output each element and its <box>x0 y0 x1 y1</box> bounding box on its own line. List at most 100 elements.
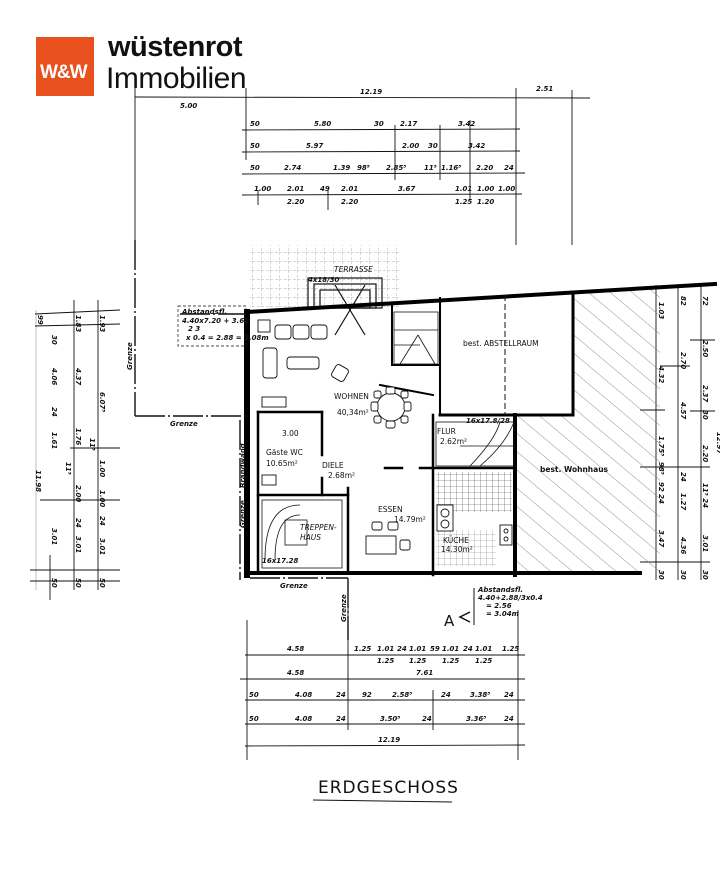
dimension-label: 30 <box>657 570 665 580</box>
setback-left-line: 4.40x7.20 + 3.60 <box>182 317 249 325</box>
dimension-label: 1.25 <box>377 657 394 665</box>
dimension-label: 50 <box>249 715 259 723</box>
dimension-label: 1.25 <box>475 657 492 665</box>
dimension-label: 1.20 <box>477 198 494 206</box>
kueche-area: 14.30m² <box>441 545 473 554</box>
wohnhaus-label: best. Wohnhaus <box>540 465 609 474</box>
dimension-label: 99 <box>36 315 44 325</box>
dimension-label: 30 <box>679 570 687 580</box>
dimension-label: 24 <box>441 691 451 699</box>
dimension-label: 1.01 <box>455 185 472 193</box>
dimension-label: 50 <box>249 691 259 699</box>
dimension-label: 5.00 <box>180 102 197 110</box>
dimension-label: 50 <box>250 164 260 172</box>
dimension-label: 2.17 <box>400 120 417 128</box>
dimension-label: 12.19 <box>360 88 382 96</box>
dimension-label: 72 <box>701 296 709 306</box>
kueche-label: KÜCHE <box>443 536 469 545</box>
dimension-label: 4.58 <box>287 645 304 653</box>
dimension-label: 24 <box>422 715 432 723</box>
boundary-labels: Grenze Grenze Grenze Brandwand Grenze Gr… <box>126 342 471 630</box>
dimension-label: 11⁵ <box>88 438 96 451</box>
dimension-label: 30 <box>701 570 709 580</box>
dimension-label: 1.00 <box>98 490 106 507</box>
dimension-label: 1.25 <box>442 657 459 665</box>
dimension-label: 59 <box>430 645 440 653</box>
treppenhaus-label-2: HAUS <box>300 533 321 542</box>
dimension-label: 98⁵ <box>657 462 665 475</box>
logo-mark: W&W <box>36 37 94 96</box>
treppenhaus-label-1: TREPPEN- <box>300 523 337 532</box>
boundary-lines <box>134 240 349 640</box>
dimension-label: 30 <box>428 142 438 150</box>
section-arrow-icon <box>458 611 471 623</box>
dimension-label: 1.00 <box>498 185 515 193</box>
furniture <box>257 319 513 555</box>
dimension-label: 2.74 <box>284 164 301 172</box>
grenze-label-west: Grenze <box>126 342 134 370</box>
dimension-label: 4.36 <box>679 537 687 554</box>
dimension-label: 5.97 <box>306 142 323 150</box>
dimension-label: 1.39 <box>333 164 350 172</box>
dimension-label: 1.25 <box>354 645 371 653</box>
dimension-label: 1.03 <box>657 302 665 319</box>
dimension-label: 1.83 <box>74 315 82 332</box>
dimension-label: 50 <box>50 578 58 588</box>
dimension-label: 24 <box>504 715 514 723</box>
dimension-label: 2.20 <box>287 198 304 206</box>
dimension-label: 1.27 <box>679 493 687 510</box>
terrace-label: TERRASSE <box>334 265 373 274</box>
dimension-label: 11⁵ <box>64 462 72 475</box>
flur-stair-spec: 16x17.8/28 <box>466 417 510 425</box>
dimension-label: 50 <box>250 120 260 128</box>
dimension-label: 6.07⁵ <box>98 392 106 412</box>
dimension-label: 3.67 <box>398 185 415 193</box>
treppenhaus-stair-spec: 16x17.28 <box>262 557 299 565</box>
diele-area: 2.68m² <box>328 471 355 480</box>
stairs <box>261 311 515 569</box>
dimension-label: 24 <box>397 645 407 653</box>
dimension-label: 98⁵ <box>357 164 370 172</box>
dimension-label: 3.47 <box>657 530 665 547</box>
dimension-label: 4.57 <box>679 402 687 419</box>
dimension-label: 92 24 <box>657 482 665 504</box>
logo-subbrand: Immobilien <box>106 62 247 95</box>
grenze-label-side: Grenze <box>239 500 247 528</box>
dimension-label: 3.38⁵ <box>470 691 490 699</box>
setback-right-line: = 2.56 <box>486 602 512 610</box>
dimension-label: 3.42 <box>468 142 485 150</box>
diele-label: DIELE <box>322 461 344 470</box>
setback-right-line: = 3.04m <box>486 610 519 618</box>
setback-right-line: Abstandsfl. <box>477 586 523 594</box>
grenze-label-bottom: Grenze <box>340 594 348 622</box>
title-underline <box>312 799 453 803</box>
dimension-label: 50 <box>250 142 260 150</box>
dimension-label: 49 <box>320 185 330 193</box>
dimension-label: 24 <box>336 715 346 723</box>
setback-left-line: x 0.4 = 2.88 = 3.08m <box>185 334 269 342</box>
essen-label: ESSEN <box>378 505 403 514</box>
dimension-label: 30 <box>701 410 709 420</box>
dimension-label: 1.93 <box>98 315 106 332</box>
dimension-label: 1.61 <box>50 432 58 449</box>
dimension-label: 2.20 <box>341 198 358 206</box>
dimension-label: 11.98 <box>34 470 42 492</box>
section-marker: A <box>444 612 455 630</box>
room-labels: TERRASSE 4x18/30 WOHNEN 40,34m² 3.00 Gäs… <box>262 265 609 565</box>
dimension-label: 50 <box>98 578 106 588</box>
terrace-dim: 4x18/30 <box>308 276 340 284</box>
dimension-label: 1.16⁵ <box>441 164 461 172</box>
dimension-label: 11⁵ <box>424 164 437 172</box>
dimension-label: 1.25 <box>409 657 426 665</box>
brandwand-label: Brandwand <box>239 442 247 488</box>
dimension-label: 1.25 <box>502 645 519 653</box>
dimension-label: 1.01 <box>475 645 492 653</box>
dimension-label: 24 <box>504 164 514 172</box>
dimension-label: 1.01 <box>409 645 426 653</box>
wc-width: 3.00 <box>282 429 299 438</box>
dimension-label: 2.00 <box>74 485 82 502</box>
dimension-label: 1.76 <box>74 428 82 445</box>
dimension-label: 82 <box>679 296 687 306</box>
